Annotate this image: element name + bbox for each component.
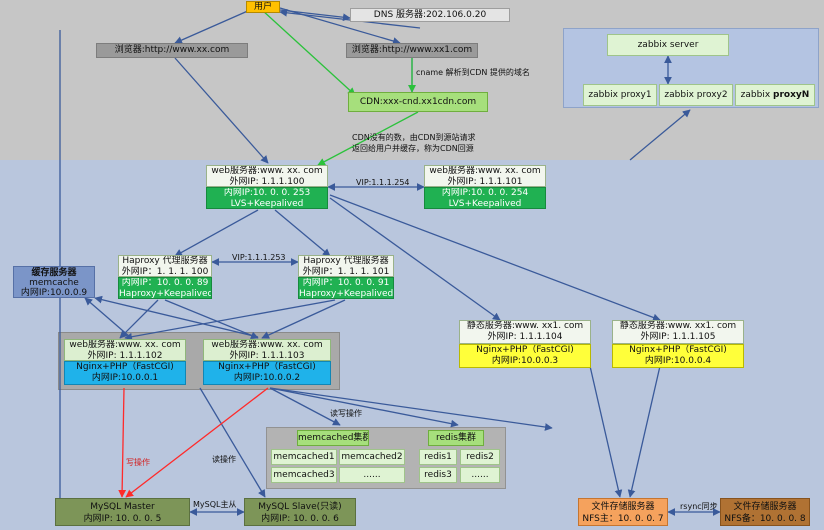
web2-role: Nginx+PHP（FastCGI) [218, 362, 316, 372]
lvs2-title: web服务器:www. xx. com [429, 166, 541, 176]
memcached1: memcached1 [271, 449, 337, 465]
read-write-label: 读写操作 [330, 409, 362, 418]
static2-ext-ip: 外网IP: 1.1.1.105 [640, 332, 716, 342]
static1-role: Nginx+PHP（FastCGI) [476, 345, 574, 355]
web1-role: Nginx+PHP（FastCGI) [76, 362, 174, 372]
lvs2-int-ip: 内网IP:10. 0. 0. 254 [441, 188, 529, 198]
lvs2-role: LVS+Keepalived [448, 199, 522, 209]
mysql-slave: MySQL Slave(只读) 内网IP: 10. 0. 0. 6 [244, 498, 356, 526]
write-label: 写操作 [126, 458, 150, 467]
zabbix-proxy1: zabbix proxy1 [583, 84, 657, 106]
redis1: redis1 [419, 449, 457, 465]
zabbix-proxy2: zabbix proxy2 [659, 84, 733, 106]
cache-int-ip: 内网IP:10.0.0.9 [20, 288, 88, 298]
zabbix-proxyN-prefix: zabbix [740, 90, 774, 100]
web1-body: Nginx+PHP（FastCGI)内网IP:10.0.0.1 [64, 361, 186, 385]
cdn-note-2: 返回给用户并缓存，称为CDN回源 [352, 144, 474, 153]
mysql-master: MySQL Master 内网IP: 10. 0. 0. 5 [55, 498, 190, 526]
lvs2-ext-ip: 外网IP: 1.1.1.101 [447, 177, 523, 187]
ha1-title: Haproxy 代理服务器 [122, 256, 208, 266]
web2-title: web服务器:www. xx. com [211, 340, 323, 350]
redis2: redis2 [460, 449, 500, 465]
redis3: redis3 [419, 467, 457, 483]
web1-int-ip: 内网IP:10.0.0.1 [91, 373, 159, 383]
web2-ext-ip: 外网IP: 1.1.1.103 [229, 351, 305, 361]
static1-int-ip: 内网IP:10.0.0.3 [491, 356, 559, 366]
static2-role: Nginx+PHP（FastCGI) [629, 345, 727, 355]
web2-int-ip: 内网IP:10.0.0.2 [233, 373, 301, 383]
vip-lvs-label: VIP:1.1.1.254 [356, 178, 410, 187]
memcached3: memcached3 [271, 467, 337, 483]
zabbix-proxyN: zabbix proxyN [735, 84, 815, 106]
mysql-replication-label: MySQL主从 [193, 500, 237, 509]
cdn-node: CDN:xxx-cnd.xx1cdn.com [348, 92, 488, 112]
static2-int-ip: 内网IP:10.0.0.4 [644, 356, 712, 366]
browser-right: 浏览器:http://www.xx1.com [346, 43, 478, 58]
haproxy-primary-head: Haproxy 代理服务器外网IP：1. 1. 1. 100 [118, 255, 212, 277]
browser-left: 浏览器:http://www.xx.com [96, 43, 248, 58]
web1-ext-ip: 外网IP: 1.1.1.102 [87, 351, 163, 361]
lvs1-role: LVS+Keepalived [230, 199, 304, 209]
cname-note: cname 解析到CDN 提供的域名 [416, 68, 530, 77]
web2-body: Nginx+PHP（FastCGI)内网IP:10.0.0.2 [203, 361, 331, 385]
memcached-more: ...... [339, 467, 405, 483]
read-label: 读操作 [212, 455, 236, 464]
mysql-slave-int-ip: 内网IP: 10. 0. 0. 6 [261, 514, 339, 524]
memcached-cluster-title: memcached集群 [297, 430, 369, 446]
ha2-role: Haproxy+Keepalived [299, 289, 394, 299]
ha2-title: Haproxy 代理服务器 [303, 256, 389, 266]
cdn-note-1: CDN没有的数，由CDN到源站请求 [352, 133, 476, 142]
mysql-master-int-ip: 内网IP: 10. 0. 0. 5 [83, 514, 162, 524]
mysql-master-title: MySQL Master [90, 502, 155, 512]
nfs-primary-title: 文件存储服务器 [591, 502, 655, 512]
nfs-backup-int-ip: NFS备：10. 0. 0. 8 [724, 514, 806, 524]
cache-name: memcache [29, 278, 79, 288]
nfs-primary: 文件存储服务器 NFS主：10. 0. 0. 7 [578, 498, 668, 526]
ha2-int-ip: 内网IP：10. 0. 0. 91 [302, 278, 390, 288]
static1-ext-ip: 外网IP: 1.1.1.104 [487, 332, 563, 342]
ha1-ext-ip: 外网IP：1. 1. 1. 100 [121, 267, 209, 277]
nfs-backup: 文件存储服务器 NFS备：10. 0. 0. 8 [720, 498, 810, 526]
static1-title: 静态服务器:www. xx1. com [466, 321, 584, 331]
lvs1-int-ip: 内网IP:10. 0. 0. 253 [223, 188, 311, 198]
cache-title: 缓存服务器 [31, 268, 77, 278]
memcached2: memcached2 [339, 449, 405, 465]
mysql-slave-title: MySQL Slave(只读) [258, 502, 342, 512]
zabbix-server: zabbix server [607, 34, 729, 56]
web1-title: web服务器:www. xx. com [69, 340, 181, 350]
lvs1-ext-ip: 外网IP: 1.1.1.100 [229, 177, 305, 187]
dns-server: DNS 服务器:202.106.0.20 [350, 8, 510, 22]
lvs1-title: web服务器:www. xx. com [211, 166, 323, 176]
zabbix-proxyN-bold: proxyN [773, 90, 810, 100]
ha2-ext-ip: 外网IP：1. 1. 1. 101 [302, 267, 390, 277]
vip-ha-label: VIP:1.1.1.253 [232, 253, 286, 262]
user-node: 用户 [246, 1, 280, 13]
redis-more: ...... [460, 467, 500, 483]
ha1-role: Haproxy+Keepalived [119, 289, 212, 299]
static2-body: Nginx+PHP（FastCGI)内网IP:10.0.0.4 [612, 344, 744, 368]
haproxy-backup-head: Haproxy 代理服务器外网IP：1. 1. 1. 101 [298, 255, 394, 277]
static1-body: Nginx+PHP（FastCGI)内网IP:10.0.0.3 [459, 344, 591, 368]
rsync-label: rsync同步 [680, 502, 718, 511]
ha1-int-ip: 内网IP：10. 0. 0. 89 [121, 278, 209, 288]
nfs-primary-int-ip: NFS主：10. 0. 0. 7 [582, 514, 664, 524]
nfs-backup-title: 文件存储服务器 [733, 502, 797, 512]
redis-cluster-title: redis集群 [428, 430, 484, 446]
static2-title: 静态服务器:www. xx1. com [619, 321, 737, 331]
